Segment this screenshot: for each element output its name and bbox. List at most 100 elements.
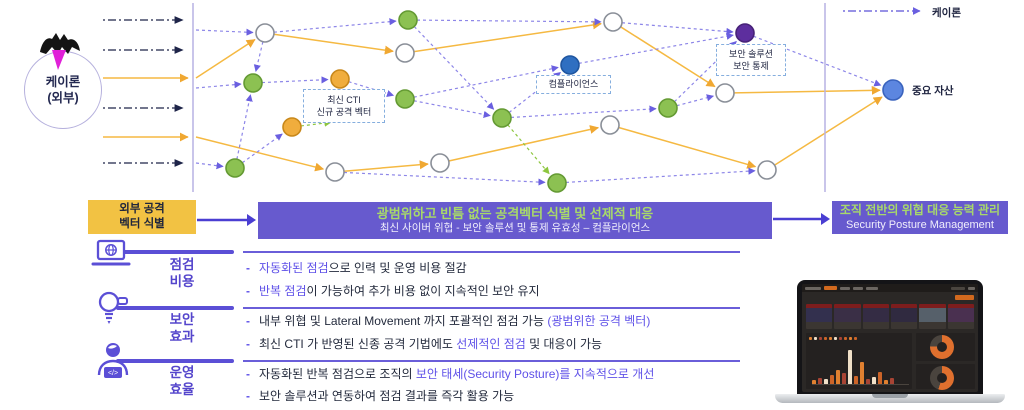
laptop-screen [797, 280, 983, 395]
scan-edge [413, 26, 495, 110]
attack-path-edge [774, 96, 883, 166]
new-vector-edge [507, 124, 550, 175]
scan-edge [621, 22, 734, 36]
dashboard-action-button [955, 295, 974, 300]
graph-node-white [603, 12, 623, 32]
bullet-text-segment: 보안 태세(Security Posture)를 지속적으로 개선 [415, 367, 655, 381]
scan-edge [416, 18, 602, 26]
analyst-icon: </> [97, 343, 129, 378]
graph-node-white [395, 43, 415, 63]
legend-dot [809, 336, 812, 340]
tag-solution-line1: 보안 솔루션 [729, 48, 773, 59]
dashboard-bar [884, 380, 888, 384]
scan-edge [413, 65, 559, 98]
bullet-dash: - [246, 284, 250, 298]
right-banner-subtitle: Security Posture Management [846, 218, 994, 231]
scan-edge [195, 81, 242, 89]
scan-edge [253, 41, 264, 72]
dashboard-bar [854, 376, 858, 384]
graph-node-white [325, 162, 345, 182]
graph-node-orange [282, 117, 302, 137]
dashboard-screenshot [802, 284, 978, 392]
dashboard-threat-card [862, 304, 889, 329]
attack-graph [103, 3, 921, 193]
dashboard-bar [848, 350, 852, 384]
bullet-text-segment: 자동화된 반복 점검으로 조직의 [259, 367, 416, 381]
divider-thin-1 [243, 251, 740, 253]
arrow-left-to-center [197, 214, 256, 226]
bullet-text-segment: 최신 CTI 가 반영된 신종 공격 기법에도 [259, 337, 457, 351]
scan-edge [676, 94, 714, 107]
dashboard-donut-panel-1 [916, 333, 975, 361]
bullet-text-segment: 내부 위협 및 Lateral Movement 까지 포괄적인 점검 가능 [259, 314, 548, 328]
dashboard-navbar [802, 284, 978, 292]
graph-node-white [757, 160, 777, 180]
legend-dot [819, 336, 822, 340]
divider-thick-1 [116, 250, 234, 254]
dashboard-bar [866, 379, 870, 384]
cheiron-label-line1: 케이론 [45, 74, 81, 89]
row2-title-line2: 효과 [169, 328, 195, 344]
attack-path-edge [733, 85, 881, 95]
divider-thick-2 [116, 306, 234, 310]
attack-path-edge [343, 160, 429, 172]
row2-title-line1: 보안 [169, 312, 195, 327]
tag-solution-line2: 보안 통제 [733, 61, 769, 71]
graph-node-green [395, 89, 415, 109]
legend-cheiron-label: 케이론 [932, 7, 961, 19]
graph-node-green [398, 10, 418, 30]
attack-path-edge [618, 126, 757, 169]
dashboard-threat-card [919, 304, 946, 329]
bullet-text-segment: 보안 솔루션과 연동하여 점검 결과를 즉각 활용 가능 [259, 389, 515, 403]
divider-thick-3 [116, 359, 234, 363]
dashboard-bar [860, 362, 864, 384]
graph-node-white [715, 83, 735, 103]
attack-path-edge [273, 33, 394, 55]
row-title-cost: 점검 비용 [147, 257, 217, 291]
bullet: -자동화된 점검으로 인력 및 운영 비용 절감 [246, 261, 467, 277]
legend-dot [829, 336, 832, 340]
dashboard-bar [890, 378, 894, 384]
bullet-text-segment: 으로 인력 및 운영 비용 절감 [328, 261, 467, 275]
bullet-dash: - [246, 367, 250, 381]
bullet: -반복 점검이 가능하여 추가 비용 없이 지속적인 보안 유지 [246, 284, 540, 300]
legend-dot [834, 336, 837, 340]
right-banner-title: 조직 전반의 위협 대응 능력 관리 [839, 202, 1001, 217]
tag-cti-line2: 신규 공격 벡터 [316, 107, 372, 117]
scan-edge [195, 162, 224, 170]
tag-cti-line1: 최신 CTI [327, 94, 361, 105]
bullet: -내부 위협 및 Lateral Movement 까지 포괄적인 점검 가능 … [246, 314, 650, 330]
divider-thin-3 [243, 360, 740, 362]
bullet-dash: - [246, 389, 250, 403]
row3-title-line2: 효율 [169, 381, 195, 397]
bullet-text-segment: 이 가능하여 추가 비용 없이 지속적인 보안 유지 [306, 284, 540, 298]
attack-path-edge [620, 26, 716, 88]
graph-node-blue [560, 55, 580, 75]
scan-edge [195, 28, 254, 36]
graph-node-white [430, 153, 450, 173]
scan-edge [578, 32, 734, 64]
scan-edge [241, 133, 283, 164]
bullet-dash: - [246, 261, 250, 275]
row1-title-line2: 비용 [169, 273, 195, 289]
center-banner-subtitle: 최신 사이버 위협 - 보안 솔루션 및 통제 유효성 – 컴플라이언스 [379, 221, 651, 234]
dashboard-bar [878, 372, 882, 384]
dashboard-bar [824, 379, 828, 384]
cheiron-label-line2: (외부) [47, 91, 79, 105]
bullet: -자동화된 반복 점검으로 조직의 보안 태세(Security Posture… [246, 367, 654, 383]
critical-asset-node [882, 79, 904, 101]
tag-compliance: 컴플라이언스 [536, 75, 611, 94]
bullet-dash: - [246, 314, 250, 328]
dashboard-card-row [806, 304, 974, 329]
graph-node-green [225, 158, 245, 178]
external-box-line2: 벡터 식별 [119, 218, 165, 230]
external-box-line1: 외부 공격 [119, 203, 165, 216]
laptop-notch [872, 394, 908, 398]
row3-title-line1: 운영 [169, 365, 195, 380]
external-attack-vector-box: 외부 공격 벡터 식별 [88, 200, 196, 234]
center-banner-title: 광범위하고 빈틈 없는 공격벡터 식별 및 선제적 대응 [376, 205, 654, 221]
attack-path-edge [195, 38, 256, 79]
legend-dot [849, 336, 852, 340]
graph-node-green [547, 173, 567, 193]
legend-dot [839, 336, 842, 340]
